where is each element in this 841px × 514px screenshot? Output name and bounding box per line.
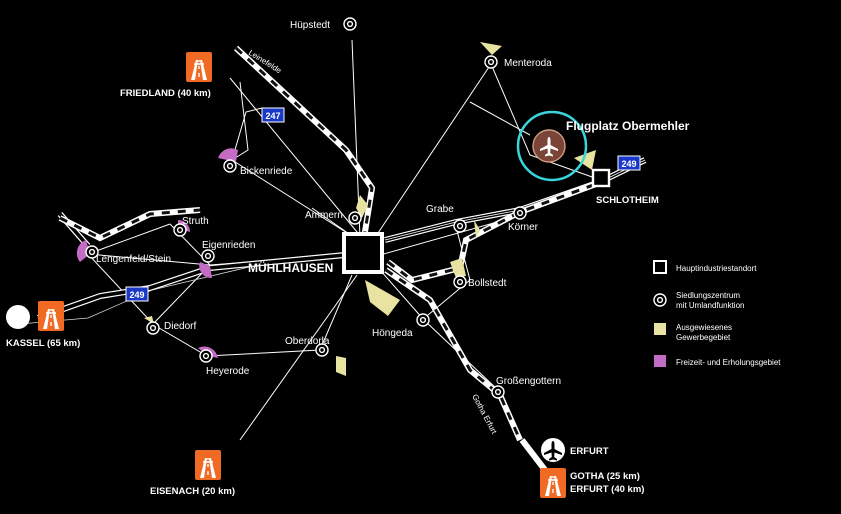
settlement-hoengeda[interactable]: Höngeda [372,313,430,339]
svg-text:Siedlungszentrum: Siedlungszentrum [676,291,740,300]
label-hoengeda: Höngeda [372,328,413,339]
label-ammern: Ammern [305,210,343,221]
label-grossengottern: Großengottern [496,376,561,387]
gewerbe-areas [144,42,596,376]
square-icon [591,168,611,188]
airplane-icon [544,441,562,461]
svg-text:Hauptindustriestandort: Hauptindustriestandort [676,264,757,273]
destination-gotha-erfurt[interactable]: GOTHA (25 km) ERFURT (40 km) [539,467,644,499]
svg-text:249: 249 [129,290,144,300]
label-schlotheim: SCHLOTHEIM [596,195,659,206]
label-bollstedt: Bollstedt [468,278,507,289]
settlement-koerner[interactable]: Körner [508,206,539,233]
svg-text:Freizeit- und Erholungsgebiet: Freizeit- und Erholungsgebiet [676,358,781,367]
gewerbe-swatch [654,323,666,335]
autobahn-sign-icon [194,449,222,481]
settlement-lengenfeld[interactable]: Lengenfeld/Stein [85,245,171,265]
settlement-grossengottern[interactable]: Großengottern [491,376,561,399]
road-number-249-east: 249 [617,155,641,171]
square-icon [342,232,384,274]
label-erfurt-km: ERFURT (40 km) [570,484,644,495]
label-muehlhausen: MÜHLHAUSEN [248,260,333,275]
legend-item-erholung: Freizeit- und Erholungsgebiet [654,355,781,367]
settlement-bollstedt[interactable]: Bollstedt [453,275,507,289]
main-site-muehlhausen[interactable]: MÜHLHAUSEN [248,232,384,275]
svg-text:Ausgewiesenes: Ausgewiesenes [676,323,732,332]
settlement-grabe[interactable]: Grabe [426,204,467,233]
label-oberdorla: Oberdorla [285,336,330,347]
settlement-menteroda[interactable]: Menteroda [484,55,552,69]
label-huepstedt: Hüpstedt [290,20,330,31]
label-gotha: GOTHA (25 km) [570,471,640,482]
autobahn-sign-icon [539,467,567,499]
label-menteroda: Menteroda [504,58,552,69]
legend-item-settlement: Siedlungszentrum mit Umlandfunktion [653,291,744,310]
svg-text:247: 247 [265,111,280,121]
road-number-249-west: 249 [125,286,149,302]
label-lengenfeld: Lengenfeld/Stein [96,254,171,265]
destination-friedland[interactable]: FRIEDLAND (40 km) [120,51,213,99]
label-heyerode: Heyerode [206,366,250,377]
settlement-bickenriede[interactable]: Bickenriede [223,159,293,177]
erholung-swatch [654,355,666,367]
label-grabe: Grabe [426,204,454,215]
rail-label-gotha-erfurt: Gotha Erfurt [470,393,499,436]
airport-obermehler[interactable]: Flugplatz Obermehler [516,110,690,182]
destination-eisenach[interactable]: EISENACH (20 km) [150,449,235,497]
legend-item-main-site: Hauptindustriestandort [653,260,757,274]
settlement-heyerode[interactable]: Heyerode [199,349,250,377]
label-diedorf: Diedorf [164,321,196,332]
square-icon [653,260,667,274]
label-koerner: Körner [508,222,539,233]
airport-label: Flugplatz Obermehler [566,119,690,133]
settlement-ammern[interactable]: Ammern [305,210,362,225]
label-struth: Struth [182,216,209,227]
destination-erfurt-airport[interactable]: ERFURT [541,438,609,462]
legend-item-gewerbe: Ausgewiesenes Gewerbegebiet [654,323,732,342]
legend: Hauptindustriestandort Siedlungszentrum … [653,260,781,367]
road-number-247: 247 [261,107,285,123]
label-eisenach: EISENACH (20 km) [150,486,235,497]
railways [58,45,598,472]
label-friedland: FRIEDLAND (40 km) [120,88,211,99]
autobahn-sign-icon [185,51,213,83]
settlement-diedorf[interactable]: Diedorf [146,321,196,335]
svg-text:mit Umlandfunktion: mit Umlandfunktion [676,301,744,310]
label-kassel: KASSEL (65 km) [6,338,80,349]
settlement-struth[interactable]: Struth [173,216,209,237]
label-eigenrieden: Eigenrieden [202,240,255,251]
svg-text:249: 249 [621,159,636,169]
svg-text:Gewerbegebiet: Gewerbegebiet [676,333,731,342]
label-erfurt: ERFURT [570,446,609,457]
settlement-huepstedt[interactable]: Hüpstedt [290,17,357,31]
autobahn-sign-icon [37,300,65,332]
destination-kassel[interactable]: KASSEL (65 km) [6,300,80,349]
settlement-oberdorla[interactable]: Oberdorla [285,336,330,357]
settlement-eigenrieden[interactable]: Eigenrieden [201,240,255,263]
main-site-schlotheim[interactable]: SCHLOTHEIM [591,168,659,206]
label-bickenriede: Bickenriede [240,166,293,177]
